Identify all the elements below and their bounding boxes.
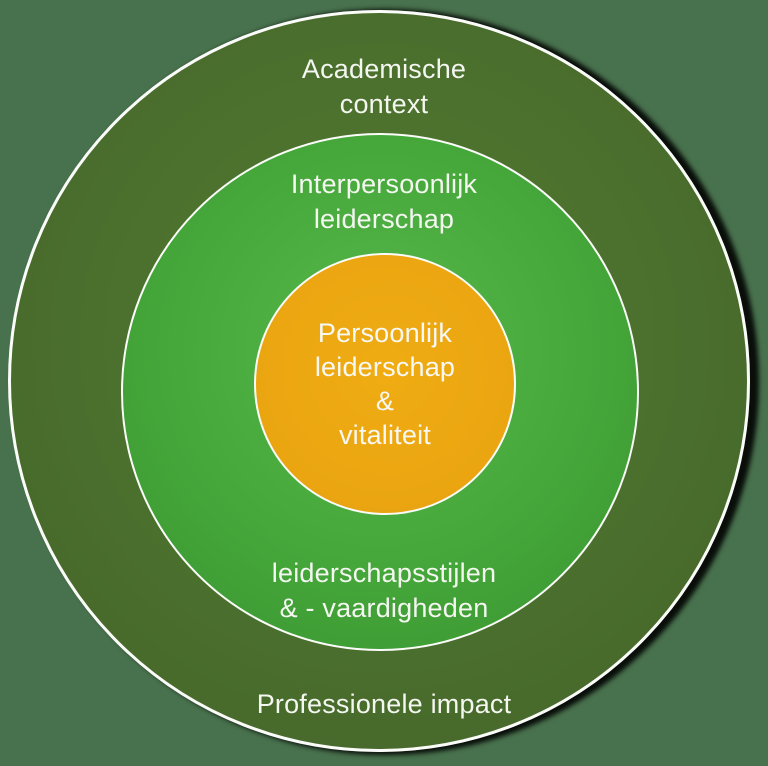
center-label-line2: leiderschap — [314, 352, 456, 382]
middle-top-label-line2: leiderschap — [313, 204, 455, 234]
center-circle-label: Persoonlijk leiderschap & vitaliteit — [315, 316, 455, 452]
outer-bottom-label-line1: Professionele impact — [256, 689, 512, 719]
center-label-line3: & — [375, 386, 395, 416]
outer-bottom-label: Professionele impact — [0, 687, 768, 722]
outer-top-label: Academische context — [0, 52, 768, 122]
center-circle-personal-leadership: Persoonlijk leiderschap & vitaliteit — [254, 253, 516, 515]
middle-bottom-label-line1: leiderschapsstijlen — [271, 558, 497, 588]
middle-bottom-label: leiderschapsstijlen & - vaardigheden — [0, 556, 768, 626]
middle-top-label: Interpersoonlijk leiderschap — [0, 167, 768, 237]
center-label-line4: vitaliteit — [338, 420, 431, 450]
outer-top-label-line1: Academische — [301, 54, 467, 84]
middle-bottom-label-line2: & - vaardigheden — [279, 593, 489, 623]
outer-top-label-line2: context — [339, 89, 429, 119]
middle-top-label-line1: Interpersoonlijk — [290, 169, 478, 199]
center-label-line1: Persoonlijk — [317, 318, 453, 348]
